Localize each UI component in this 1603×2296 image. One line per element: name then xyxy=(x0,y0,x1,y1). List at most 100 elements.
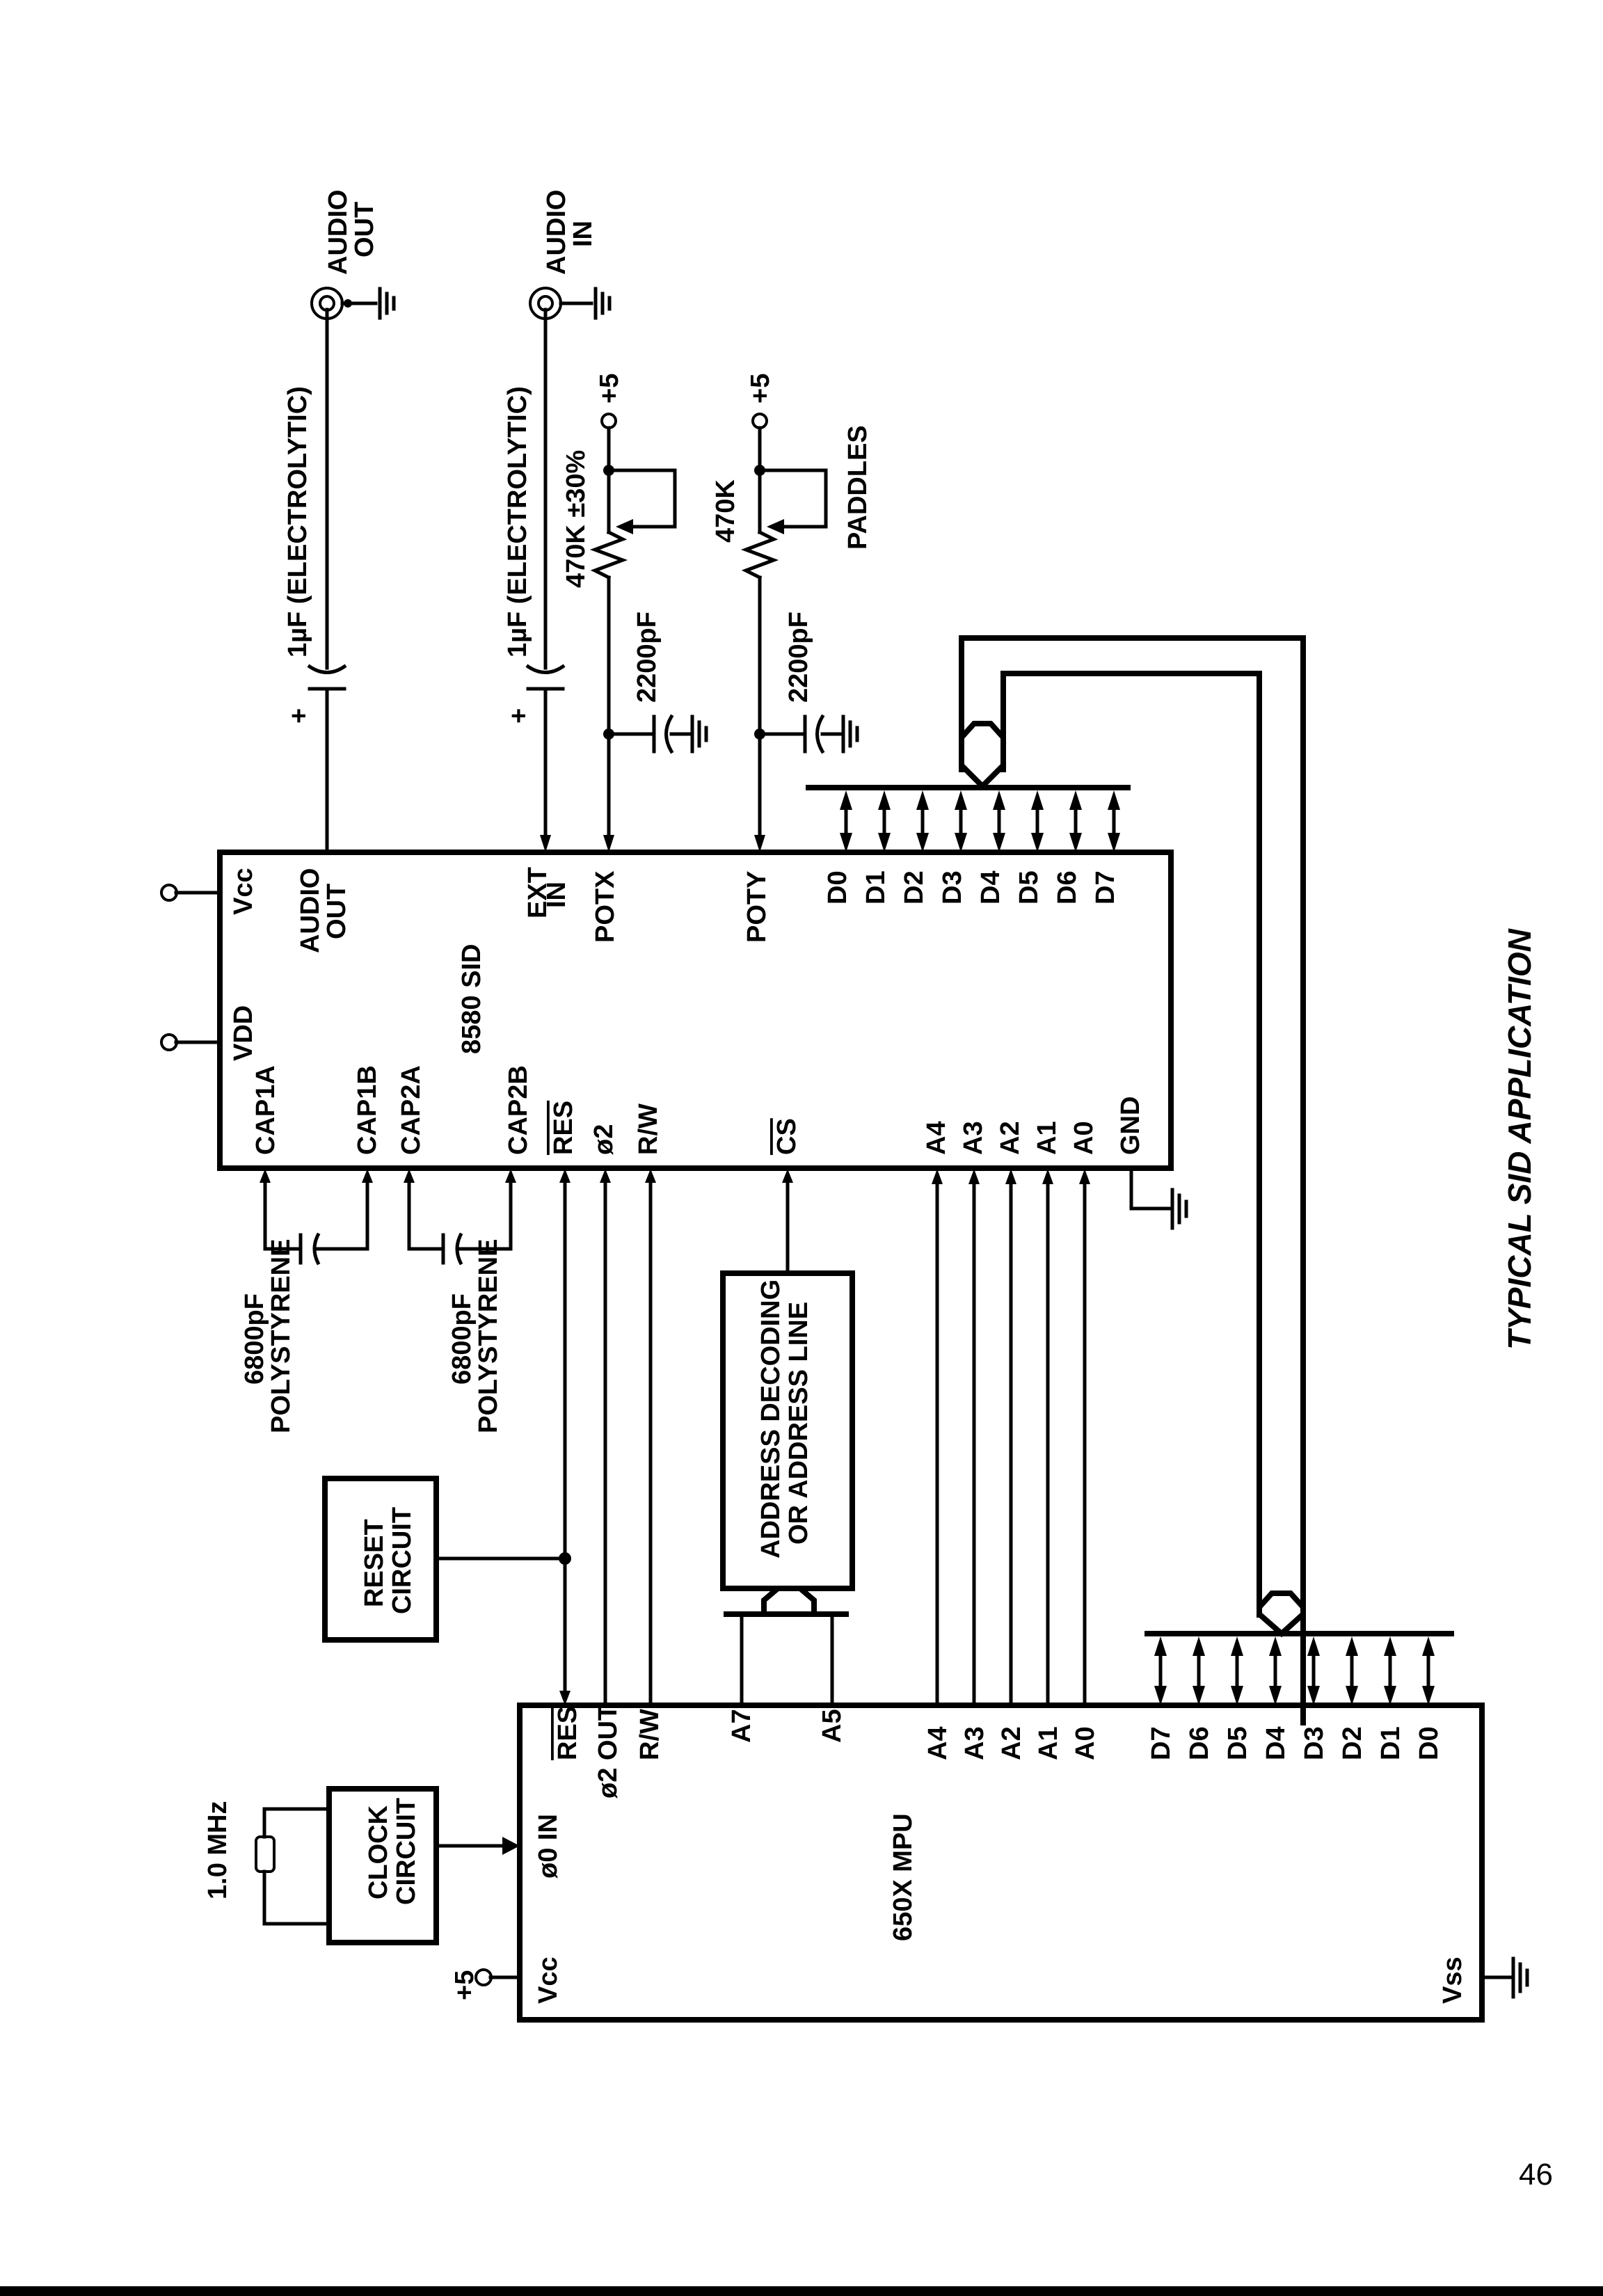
sid-pin-a1-label: A1 xyxy=(1032,1121,1062,1155)
sid-chip-name: 8580 SID xyxy=(457,944,486,1054)
sid-pin-audio-out-label-2: OUT xyxy=(322,884,351,939)
clock-circuit-label-1: CLOCK xyxy=(364,1805,393,1899)
sid-data-bus xyxy=(806,635,1306,1725)
sid-pin-cap1b-label: CAP1B xyxy=(353,1065,382,1155)
sid-pin-vdd-label: VDD xyxy=(229,1005,258,1061)
cs-line xyxy=(782,1169,793,1275)
mpu-vcc-pin xyxy=(474,1968,522,1986)
audio-in-jack-label-1: AUDIO xyxy=(542,190,571,275)
ground-icon xyxy=(1511,1956,1529,1999)
phi2-line xyxy=(600,1169,611,1707)
sid-data-bus-arrow xyxy=(916,790,929,852)
filter-cap-1-type: POLYSTYRENE xyxy=(266,1239,296,1433)
reset-circuit-box xyxy=(322,1476,439,1643)
mpu-data-bus-arrow xyxy=(1346,1636,1358,1705)
mpu-data-pin-label: D6 xyxy=(1185,1726,1214,1760)
audio-out-line xyxy=(307,287,396,854)
mpu-pin-phi0-label: ø0 IN xyxy=(534,1814,563,1879)
audio-out-jack-label-2: OUT xyxy=(350,202,379,257)
rw-line xyxy=(645,1169,656,1707)
filter-cap-2-value: 6800pF xyxy=(447,1293,477,1385)
filter-cap-2-type: POLYSTYRENE xyxy=(474,1239,503,1433)
audio-out-jack-label-1: AUDIO xyxy=(324,190,353,275)
sid-gnd-connection xyxy=(1129,1166,1188,1230)
poty-circuit xyxy=(740,413,859,852)
page-footer-bar xyxy=(0,2286,1603,2296)
reset-circuit-label-1: RESET xyxy=(360,1519,389,1607)
sid-data-bus-arrow xyxy=(993,790,1005,852)
page-number: 46 xyxy=(1519,2158,1553,2192)
address-decoding-label-2: OR ADDRESS LINE xyxy=(784,1302,813,1545)
mpu-data-bus-arrow xyxy=(1422,1636,1435,1705)
poty-cap-label: 2200pF xyxy=(784,612,813,703)
sid-data-bus-arrow xyxy=(1108,790,1120,852)
sid-pin-d7-label: D7 xyxy=(1091,870,1120,904)
filter-cap-1-value: 6800pF xyxy=(240,1293,269,1385)
sid-pin-cap1a-label: CAP1A xyxy=(251,1065,280,1155)
potx-cap-label: 2200pF xyxy=(632,612,662,703)
mpu-address-pin-label: A1 xyxy=(1034,1726,1063,1760)
mpu-data-bus-arrow xyxy=(1307,1636,1320,1705)
sid-pin-potx-label: POTX xyxy=(591,870,620,943)
sid-pin-d1-label: D1 xyxy=(861,870,891,904)
mpu-data-bus-arrow xyxy=(1269,1636,1282,1705)
mpu-pin-rw-label: R/W xyxy=(635,1709,664,1760)
mpu-data-pin-label: D0 xyxy=(1414,1726,1444,1760)
mpu-data-bus xyxy=(1145,1591,1454,1705)
sid-data-bus-arrow xyxy=(878,790,891,852)
sid-pin-rw-label: R/W xyxy=(634,1103,663,1155)
mpu-data-bus-arrow xyxy=(1384,1636,1396,1705)
mpu-chip-body xyxy=(517,1703,1485,2023)
ground-icon xyxy=(1170,1188,1188,1230)
audio-out-cap-plus: + xyxy=(285,708,314,724)
sid-pin-phi2-label: ø2 xyxy=(589,1124,619,1155)
potx-circuit xyxy=(589,413,708,852)
mpu-address-pin-label: A4 xyxy=(923,1726,952,1760)
mpu-pin-vss-label: Vss xyxy=(1438,1956,1467,2004)
sid-data-bus-arrow xyxy=(1069,790,1082,852)
crystal-icon xyxy=(255,1807,331,1926)
potx-resistor-label: 470K ±30% xyxy=(561,450,591,588)
sid-pin-cs-label: CS xyxy=(772,1118,802,1155)
address-bus-lines xyxy=(932,1169,1090,1707)
sid-data-bus-arrow xyxy=(840,790,852,852)
paddles-label: PADDLES xyxy=(843,425,872,550)
sid-data-bus-arrow xyxy=(1031,790,1044,852)
sid-pin-ext-in-label: IN xyxy=(542,882,571,908)
clock-circuit-label-2: CIRCUIT xyxy=(392,1798,421,1905)
sid-vdd-pin xyxy=(160,1033,222,1051)
mpu-data-pin-label: D7 xyxy=(1147,1726,1176,1760)
mpu-data-bus-arrow xyxy=(1231,1636,1243,1705)
sid-pin-audio-out-label-1: AUDIO xyxy=(296,868,325,953)
sid-pin-d0-label: D0 xyxy=(823,870,852,904)
potx-supply-label: +5 xyxy=(595,374,624,404)
clock-output-line xyxy=(434,1837,520,1855)
crystal-frequency-label: 1.0 MHz xyxy=(203,1801,232,1899)
audio-in-jack-icon xyxy=(529,287,612,320)
poty-resistor-label: 470K xyxy=(711,479,740,543)
mpu-data-pin-label: D2 xyxy=(1338,1726,1367,1760)
sid-pin-cap2b-label: CAP2B xyxy=(504,1065,533,1155)
mpu-data-pin-label: D5 xyxy=(1223,1726,1252,1760)
mpu-data-bus-arrow xyxy=(1193,1636,1205,1705)
mpu-chip-name: 650X MPU xyxy=(888,1813,918,1941)
audio-out-jack-icon xyxy=(310,287,396,320)
mpu-supply-label: +5 xyxy=(450,1970,479,2000)
ground-icon xyxy=(690,715,708,754)
audio-out-cap-label: 1µF (ELECTROLYTIC) xyxy=(283,386,312,657)
address-decoding-label-1: ADDRESS DECODING xyxy=(756,1279,785,1558)
sid-pin-ext-label: EXT xyxy=(523,867,552,918)
res-line xyxy=(434,1169,571,1705)
sid-pin-d4-label: D4 xyxy=(976,870,1005,904)
sid-data-pin-labels: D0 D1 D2 D3 D4 D5 D6 D7 xyxy=(823,870,1120,904)
address-line xyxy=(968,1169,980,1707)
mpu-data-pin-label: D1 xyxy=(1376,1726,1405,1760)
mpu-pin-phi2-out-label: ø2 OUT xyxy=(593,1705,623,1799)
address-line xyxy=(932,1169,943,1707)
ground-icon xyxy=(841,715,859,754)
sid-pin-d6-label: D6 xyxy=(1053,870,1082,904)
sid-pin-d5-label: D5 xyxy=(1014,870,1044,904)
sid-pin-d2-label: D2 xyxy=(900,870,929,904)
